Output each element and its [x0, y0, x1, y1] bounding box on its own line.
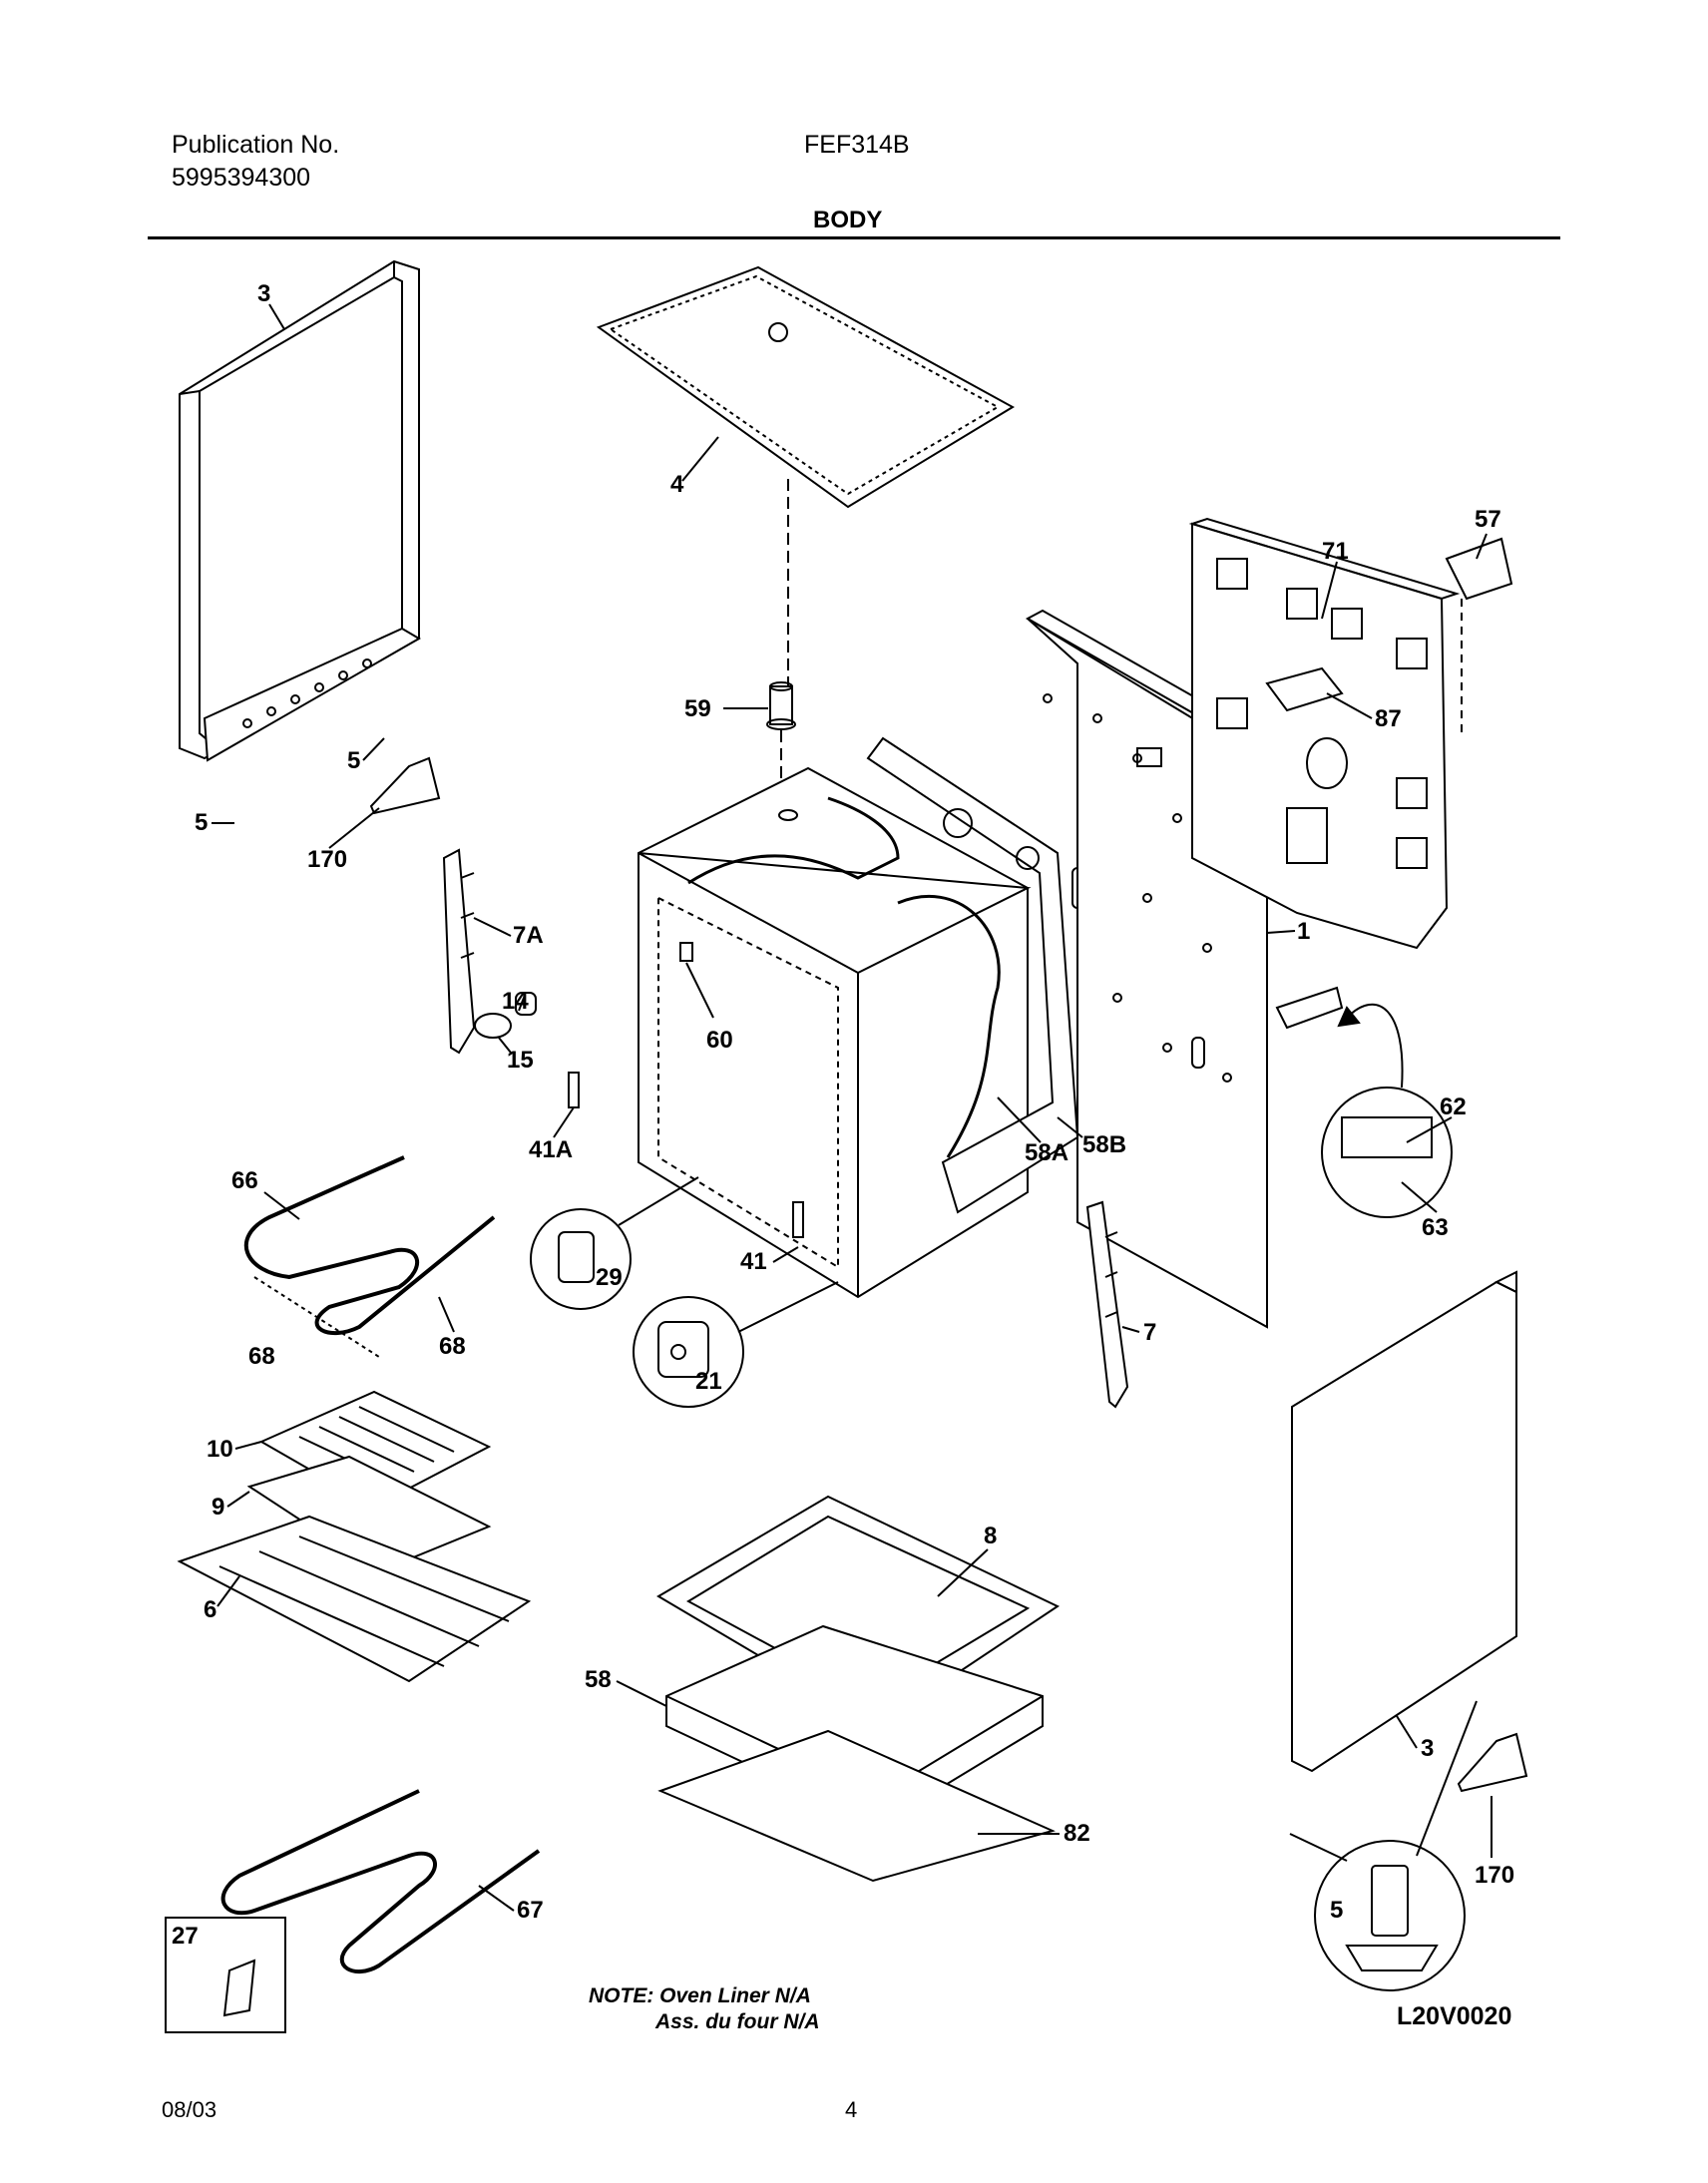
callout-63: 63 — [1422, 1214, 1449, 1241]
inset-box-27 — [165, 1917, 286, 2033]
oven-body — [638, 766, 1032, 1299]
oven-bottom-assembly — [656, 1495, 1061, 1883]
broil-element — [243, 1155, 496, 1358]
leader-lines — [212, 303, 1493, 1912]
pin-part — [766, 681, 796, 803]
footer-date: 08/03 — [162, 2097, 217, 2122]
callout-5-detail: 5 — [1330, 1897, 1343, 1924]
publication-number: 5995394300 — [172, 164, 311, 192]
callout-29: 29 — [596, 1264, 623, 1291]
publication-label: Publication No. — [172, 131, 340, 159]
callout-10: 10 — [207, 1436, 233, 1463]
callout-7: 7 — [1143, 1319, 1156, 1346]
callout-57: 57 — [1475, 506, 1501, 533]
callout-9: 9 — [212, 1494, 224, 1521]
callout-labels: 3 4 57 71 87 59 5 5 170 7A 14 15 60 1 41… — [172, 280, 1514, 1950]
right-side-panel — [1291, 1270, 1517, 1773]
callout-58: 58 — [585, 1666, 612, 1693]
bake-element — [220, 1789, 541, 1974]
note-line-2: Ass. du four N/A — [655, 2010, 820, 2033]
callout-87: 87 — [1375, 705, 1402, 732]
terminal-block — [1275, 986, 1453, 1218]
callout-27: 27 — [172, 1923, 199, 1950]
cover-plate — [1445, 537, 1513, 738]
left-side-panel — [179, 259, 421, 762]
right-rack-support — [1085, 1200, 1129, 1409]
callout-6: 6 — [204, 1596, 216, 1623]
callout-41a: 41A — [529, 1136, 573, 1163]
callout-82: 82 — [1064, 1820, 1090, 1847]
model-number: FEF314B — [804, 131, 910, 159]
top-panel — [596, 265, 1015, 698]
callout-8: 8 — [984, 1523, 997, 1549]
callout-60: 60 — [706, 1027, 733, 1054]
callout-170-left: 170 — [307, 846, 347, 873]
callout-1: 1 — [1297, 918, 1310, 945]
callout-5-upper: 5 — [347, 747, 360, 774]
callout-62: 62 — [1440, 1093, 1467, 1120]
footer-page-number: 4 — [845, 2097, 858, 2122]
broiler-pan-assembly — [177, 1390, 532, 1683]
clip-part — [679, 942, 714, 1019]
drawing-code: L20V0020 — [1397, 2002, 1512, 2030]
callout-71: 71 — [1322, 538, 1349, 565]
insulation-wrap — [866, 736, 1085, 1214]
callout-7a: 7A — [513, 922, 544, 949]
header-rule — [148, 236, 1560, 239]
anti-tip-brackets — [369, 756, 1528, 1793]
callout-4: 4 — [670, 471, 684, 498]
detail-circle-29 — [530, 1176, 699, 1310]
callout-58a: 58A — [1025, 1139, 1068, 1166]
callout-14: 14 — [502, 988, 529, 1015]
callout-5-lower: 5 — [195, 809, 208, 836]
callout-58b: 58B — [1082, 1131, 1126, 1158]
callout-67: 67 — [517, 1897, 544, 1924]
callout-3-right: 3 — [1421, 1735, 1434, 1762]
callout-170-right: 170 — [1475, 1862, 1514, 1889]
detail-circle-21 — [633, 1281, 839, 1408]
callout-66: 66 — [231, 1167, 258, 1194]
leveling-leg-detail — [1289, 1700, 1478, 1991]
callout-21: 21 — [695, 1368, 722, 1395]
left-rack-support — [442, 848, 476, 1055]
callout-15: 15 — [507, 1047, 534, 1074]
note-line-1: NOTE: Oven Liner N/A — [589, 1984, 811, 2007]
callout-68-left: 68 — [248, 1343, 275, 1370]
callout-59: 59 — [684, 695, 711, 722]
section-title: BODY — [813, 207, 883, 233]
callout-41: 41 — [740, 1248, 767, 1275]
callout-68-right: 68 — [439, 1333, 466, 1360]
rear-panel — [1188, 517, 1461, 950]
lamp-socket — [474, 992, 537, 1039]
callout-3-left: 3 — [257, 280, 270, 307]
